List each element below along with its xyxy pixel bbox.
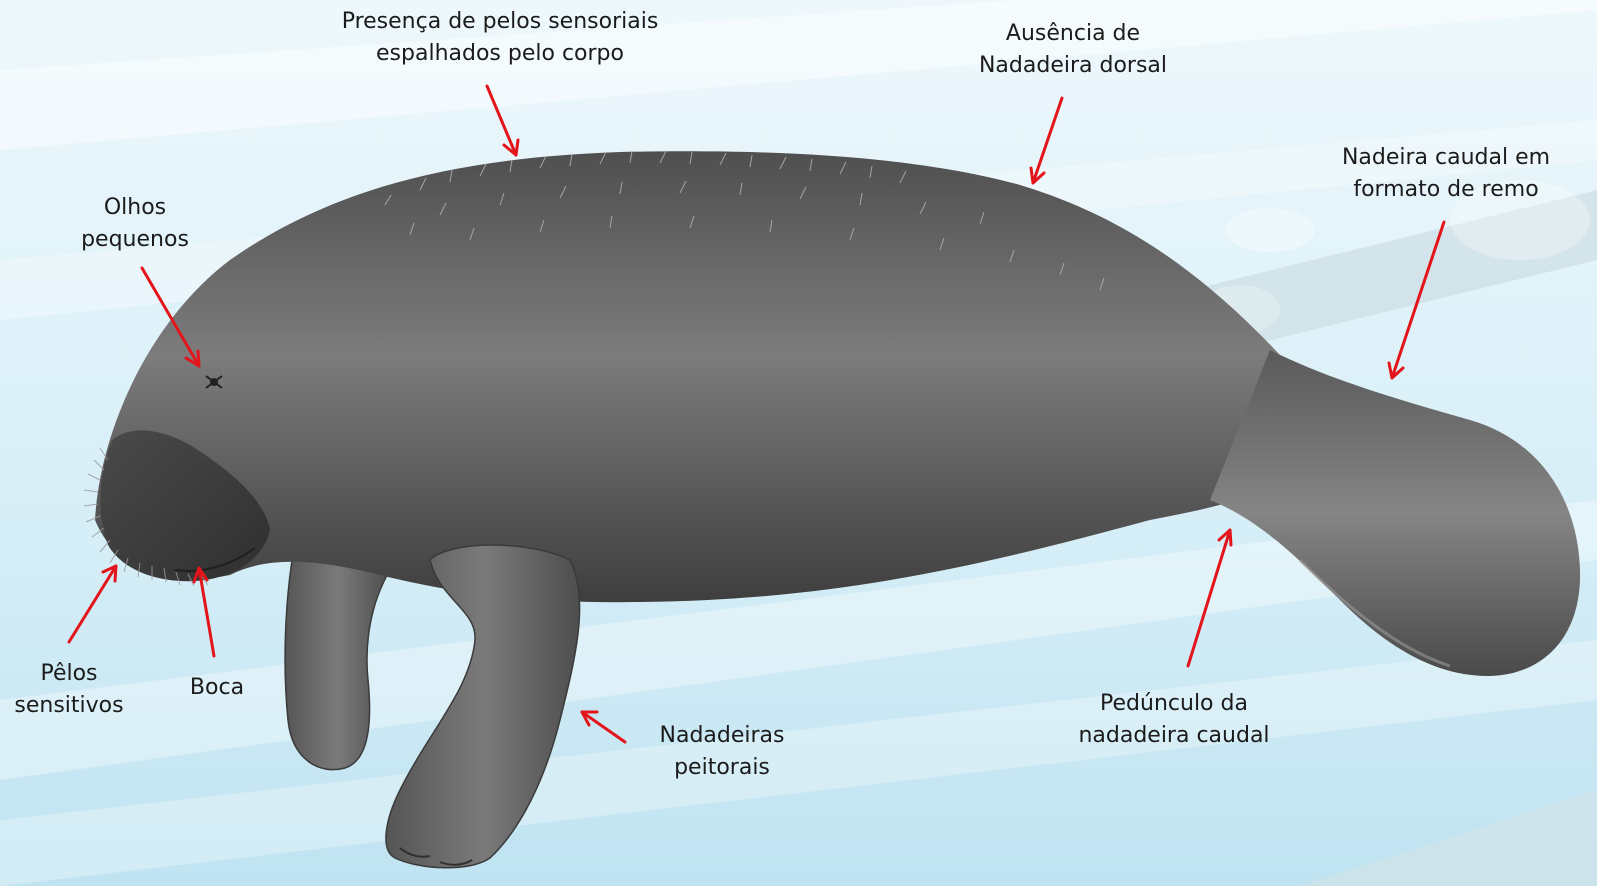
label-sensory-hairs-line1: Presença de pelos sensoriais bbox=[342, 6, 659, 38]
label-mouth-line1: Boca bbox=[190, 672, 244, 704]
label-dorsal-line2: Nadadeira dorsal bbox=[979, 50, 1167, 82]
label-flippers-line1: Nadadeiras bbox=[660, 720, 785, 752]
label-sensory-hairs-line2: espalhados pelo corpo bbox=[342, 38, 659, 70]
label-eyes-line1: Olhos bbox=[81, 192, 189, 224]
label-peduncle-line1: Pedúnculo da bbox=[1078, 688, 1269, 720]
label-small-eyes: Olhos pequenos bbox=[81, 192, 189, 256]
label-sensitive-hairs: Pêlos sensitivos bbox=[14, 658, 123, 722]
label-mouth: Boca bbox=[190, 672, 244, 704]
label-tail-peduncle: Pedúnculo da nadadeira caudal bbox=[1078, 688, 1269, 752]
label-flippers-line2: peitorais bbox=[660, 752, 785, 784]
bubble bbox=[1225, 208, 1315, 252]
label-eyes-line2: pequenos bbox=[81, 224, 189, 256]
label-whiskers-line1: Pêlos bbox=[14, 658, 123, 690]
label-tail-line1: Nadeira caudal em bbox=[1342, 142, 1550, 174]
label-sensory-hairs: Presença de pelos sensoriais espalhados … bbox=[342, 6, 659, 70]
label-peduncle-line2: nadadeira caudal bbox=[1078, 720, 1269, 752]
label-pectoral-flippers: Nadadeiras peitorais bbox=[660, 720, 785, 784]
label-whiskers-line2: sensitivos bbox=[14, 690, 123, 722]
label-dorsal-fin-absence: Ausência de Nadadeira dorsal bbox=[979, 18, 1167, 82]
label-dorsal-line1: Ausência de bbox=[979, 18, 1167, 50]
label-paddle-tail: Nadeira caudal em formato de remo bbox=[1342, 142, 1550, 206]
label-tail-line2: formato de remo bbox=[1342, 174, 1550, 206]
